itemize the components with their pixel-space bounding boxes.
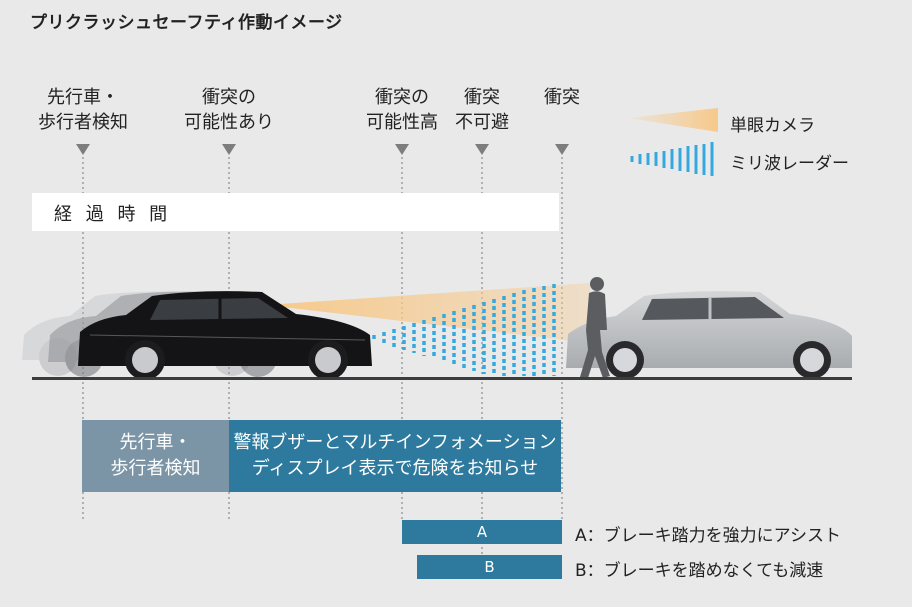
phase-box-warning: 警報ブザーとマルチインフォメーション ディスプレイ表示で危険をお知らせ bbox=[229, 420, 561, 492]
stage-line: 衝突 bbox=[544, 87, 580, 108]
triangle-marker-icon bbox=[395, 144, 409, 155]
stage-label-collision: 衝突 bbox=[544, 85, 580, 110]
phase-line: 歩行者検知 bbox=[110, 458, 201, 479]
pedestrian-icon bbox=[580, 277, 610, 378]
triangle-marker-icon bbox=[475, 144, 489, 155]
car-icon bbox=[566, 291, 852, 379]
elapsed-time-label: 経 過 時 間 bbox=[54, 204, 172, 225]
legend-radar-label: ミリ波レーダー bbox=[730, 154, 849, 174]
brake-bar-a: A bbox=[402, 520, 562, 544]
radar-wave-icon bbox=[372, 284, 556, 376]
brake-bar-b: B bbox=[417, 555, 562, 579]
stage-label-detect: 先行車・ 歩行者検知 bbox=[38, 85, 128, 135]
stage-line: 可能性あり bbox=[184, 112, 274, 133]
phase-line: ディスプレイ表示で危険をお知らせ bbox=[251, 458, 539, 479]
car-icon bbox=[78, 291, 372, 380]
stage-line: 先行車・ bbox=[47, 87, 119, 108]
stage-label-unavoidable: 衝突 不可避 bbox=[455, 85, 509, 135]
ground-line bbox=[32, 377, 852, 380]
diagram-title: プリクラッシュセーフティ作動イメージ bbox=[30, 13, 343, 33]
brake-a-description: A：ブレーキ踏力を強力にアシスト bbox=[575, 526, 841, 546]
stage-line: 可能性高 bbox=[366, 112, 438, 133]
triangle-marker-icon bbox=[222, 144, 236, 155]
phase-line: 先行車・ bbox=[119, 432, 192, 453]
legend-graphics bbox=[628, 108, 718, 176]
triangle-marker-icon bbox=[555, 144, 569, 155]
camera-beam-icon bbox=[265, 283, 590, 343]
stage-line: 衝突の bbox=[375, 87, 429, 108]
phase-line: 警報ブザーとマルチインフォメーション bbox=[233, 432, 557, 453]
legend-camera-label: 単眼カメラ bbox=[730, 116, 815, 136]
elapsed-time-bar: 経 過 時 間 bbox=[32, 193, 559, 231]
triangle-marker-icon bbox=[76, 144, 90, 155]
stage-line: 歩行者検知 bbox=[38, 112, 128, 133]
camera-beam-icon bbox=[628, 108, 718, 132]
radar-wave-icon bbox=[630, 142, 714, 176]
phase-box-detect: 先行車・ 歩行者検知 bbox=[82, 420, 229, 492]
brake-b-description: B：ブレーキを踏めなくても減速 bbox=[575, 561, 824, 581]
stage-label-possible: 衝突の 可能性あり bbox=[184, 85, 274, 135]
stage-label-likely: 衝突の 可能性高 bbox=[366, 85, 438, 135]
stage-line: 衝突 bbox=[464, 87, 500, 108]
stage-line: 不可避 bbox=[455, 112, 509, 133]
stage-line: 衝突の bbox=[202, 87, 256, 108]
